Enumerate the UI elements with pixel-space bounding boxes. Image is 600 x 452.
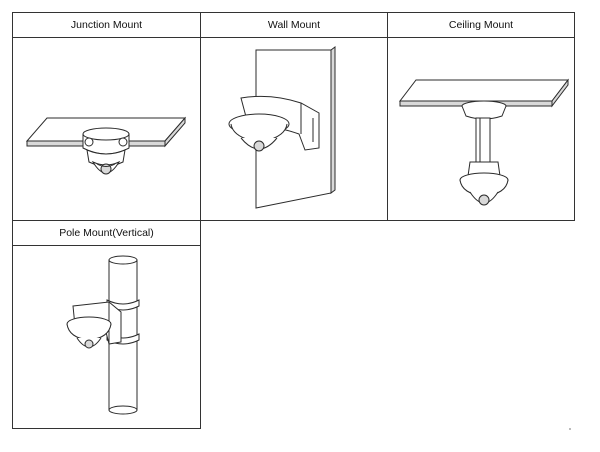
panel-pole-mount: Pole Mount(Vertical) <box>12 220 201 429</box>
stray-dot <box>569 428 571 430</box>
panel-junction-mount: Junction Mount <box>12 12 201 221</box>
ceiling-mount-illustration <box>398 78 570 206</box>
wall-mount-illustration <box>228 46 336 209</box>
pole-mount-illustration <box>66 255 140 415</box>
panel-title: Ceiling Mount <box>388 13 574 38</box>
panel-title: Junction Mount <box>13 13 200 38</box>
panel-ceiling-mount: Ceiling Mount <box>387 12 575 221</box>
junction-mount-illustration <box>25 116 187 175</box>
panel-wall-mount: Wall Mount <box>200 12 388 221</box>
panel-title: Wall Mount <box>201 13 387 38</box>
panel-title: Pole Mount(Vertical) <box>13 221 200 246</box>
